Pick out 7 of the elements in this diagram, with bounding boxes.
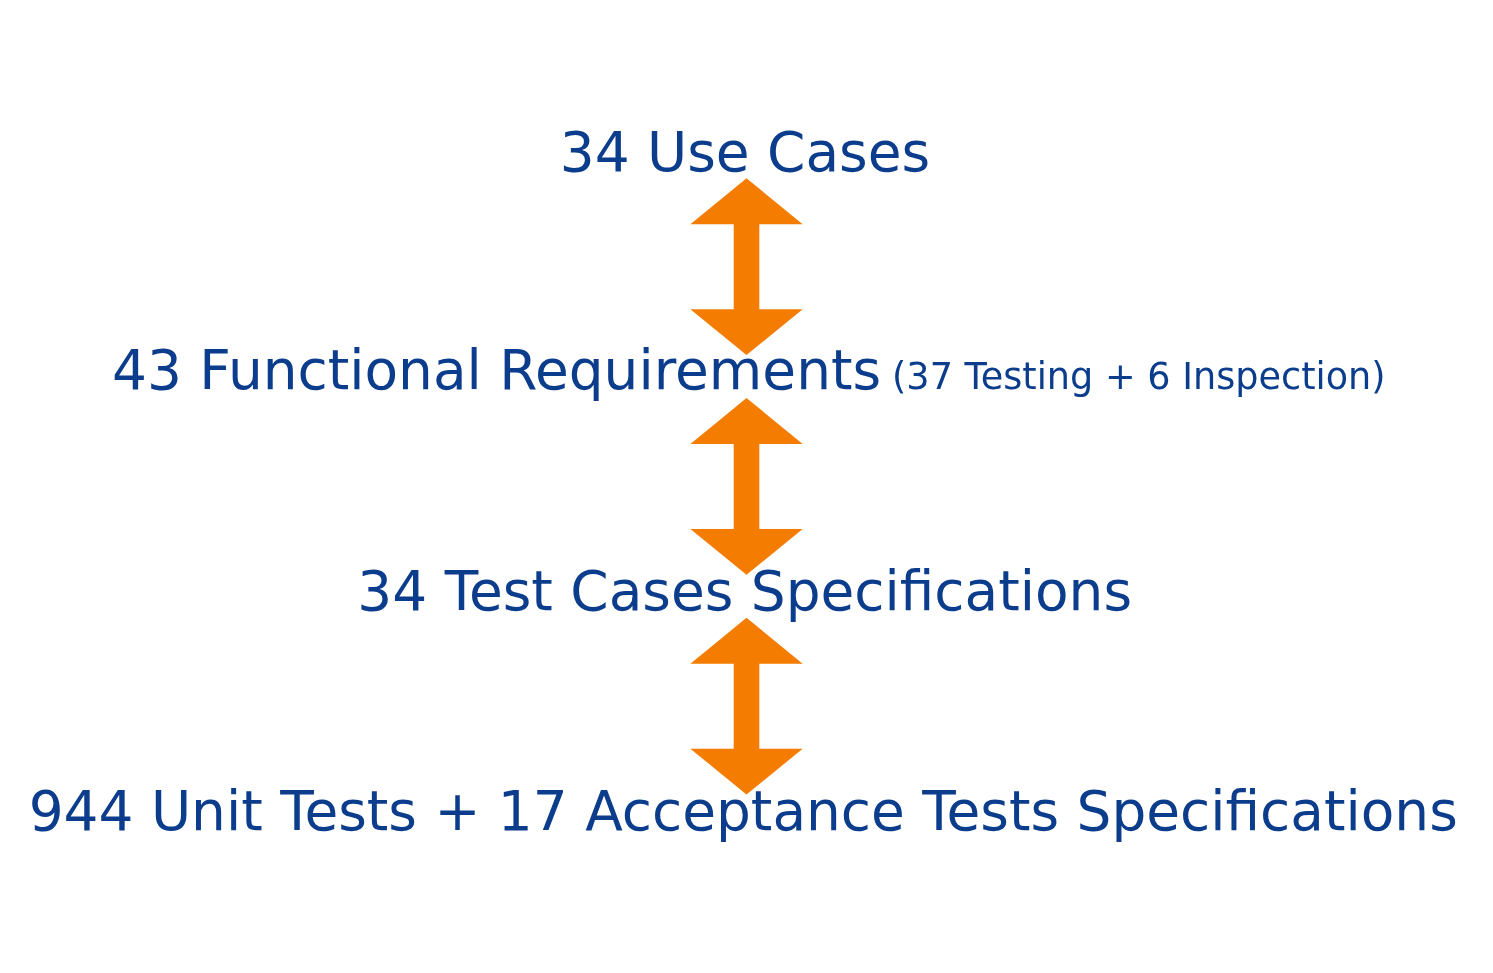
node-text: 43 Functional Requirements (37 Testing + 6 Inspection) <box>111 337 1386 402</box>
arrow <box>690 398 803 575</box>
arrow <box>690 617 803 795</box>
node-text: 944 Unit Tests + 17 Acceptance Tests Specifications <box>28 778 1458 843</box>
arrow <box>690 178 803 356</box>
node-text: 34 Test Cases Specifications <box>357 559 1133 624</box>
node-text: 34 Use Cases <box>559 119 931 184</box>
